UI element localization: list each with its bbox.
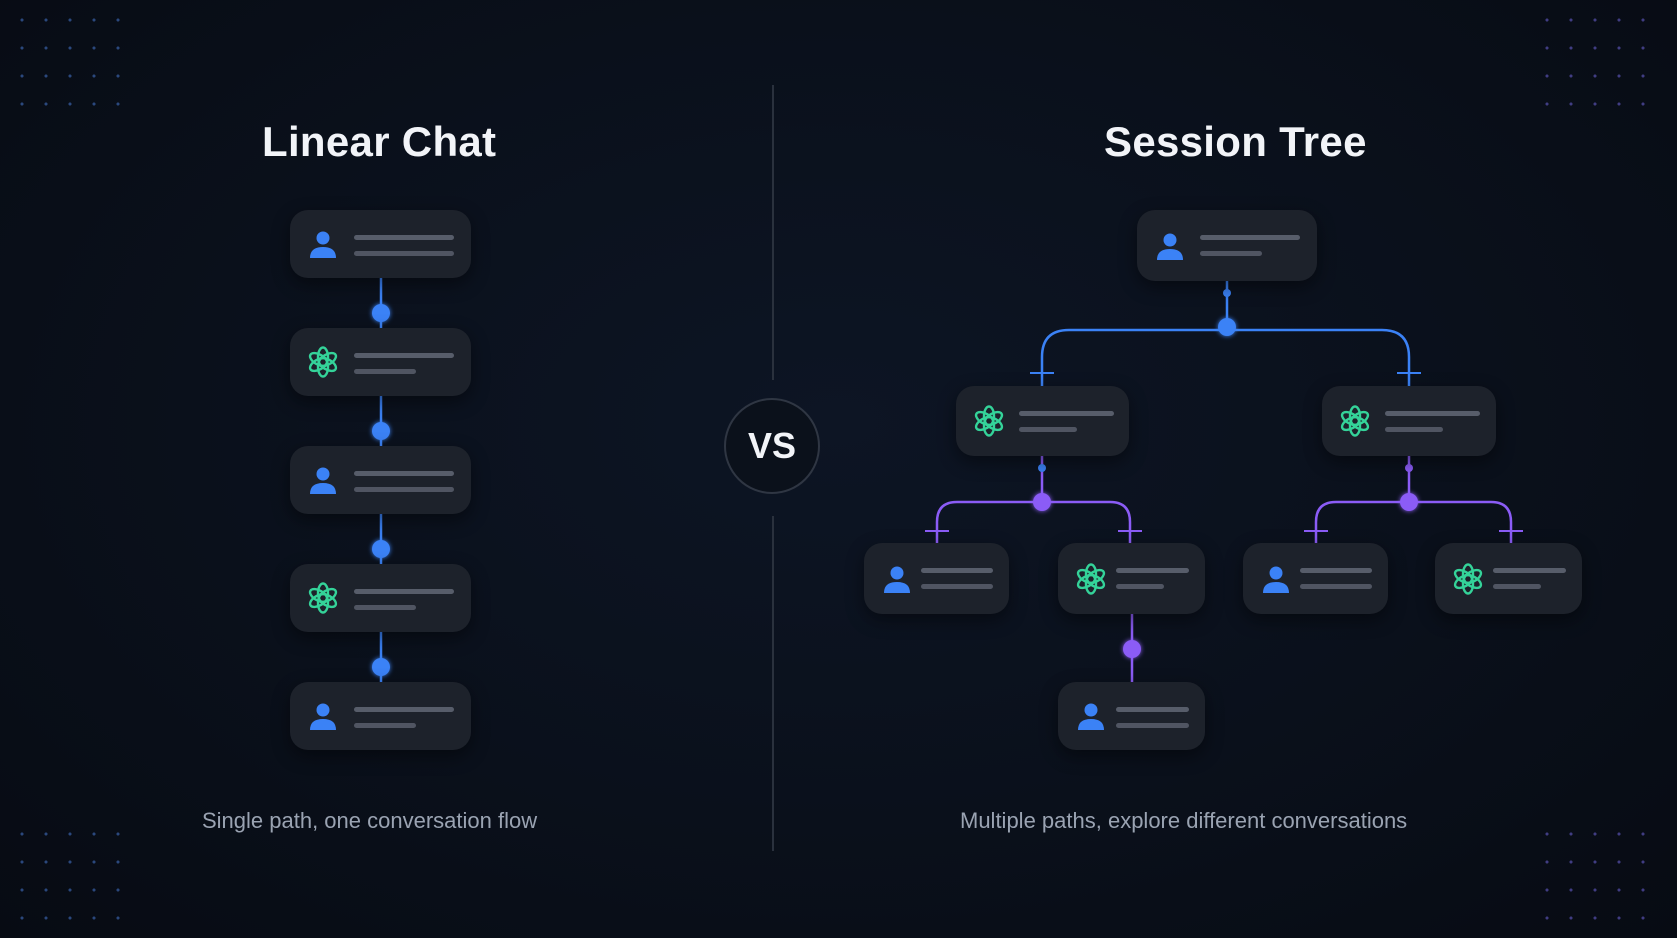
openai-logo-icon [1453,562,1483,595]
message-line [354,369,416,374]
tree-junction-dot [1218,318,1236,336]
decorative-dots-top-right [1535,6,1655,106]
linear-chat-caption: Single path, one conversation flow [202,808,538,833]
message-line [1300,568,1372,573]
linear-node-user [290,210,471,278]
decorative-dots-top-left [10,6,130,106]
message-line [1200,251,1262,256]
message-line [1116,568,1189,573]
message-line [1385,411,1480,416]
message-line [354,707,454,712]
linear-connectors [372,278,390,682]
message-line [1493,584,1541,589]
message-line [1019,427,1077,432]
tree-junction-dot [1405,464,1413,472]
user-icon [310,231,336,258]
tree-leaf-user [864,543,1009,614]
tree-leaf-user-deep [1058,682,1205,750]
openai-logo-icon [974,405,1004,437]
tree-junction-dot [1400,493,1418,511]
tree-junction-dot [1033,493,1051,511]
session-tree-caption: Multiple paths, explore different conver… [960,808,1408,833]
openai-logo-icon [308,582,338,614]
tree-leaf-assistant [1435,543,1582,614]
tree-branch-connectors [925,456,1523,682]
message-line [921,584,993,589]
message-line [354,471,454,476]
message-line [1385,427,1443,432]
user-icon [1263,566,1289,593]
tree-node-assistant-left [956,386,1129,456]
divider-top [772,85,774,380]
vs-label: VS [747,425,797,466]
vs-badge: VS [724,398,820,494]
message-line [1200,235,1300,240]
user-icon [310,467,336,494]
message-line [354,723,416,728]
linear-chat-title: Linear Chat [262,118,497,165]
openai-logo-icon [1076,562,1106,595]
linear-junction-dot [372,658,390,676]
message-line [1493,568,1566,573]
decorative-dots-bottom-left [10,820,130,920]
session-tree-title: Session Tree [1104,118,1367,165]
linear-node-assistant [290,328,471,396]
tree-node-assistant-right [1322,386,1496,456]
user-icon [310,703,336,730]
linear-junction-dot [372,422,390,440]
linear-node-user [290,446,471,514]
linear-node-user [290,682,471,750]
tree-junction-dot [1038,464,1046,472]
message-line [1019,411,1114,416]
message-line [1300,584,1372,589]
user-icon [1078,703,1104,730]
user-icon [884,566,910,593]
tree-root-connectors [1030,281,1421,386]
decorative-dots-bottom-right [1535,820,1655,920]
user-icon [1157,233,1183,260]
linear-junction-dot [372,540,390,558]
openai-logo-icon [308,346,338,378]
message-line [1116,584,1164,589]
tree-root-node-user [1137,210,1317,281]
message-line [354,353,454,358]
linear-node-assistant [290,564,471,632]
divider-bottom [772,516,774,851]
tree-leaf-user [1243,543,1388,614]
message-line [921,568,993,573]
tree-junction-dot [1123,640,1141,658]
message-line [354,605,416,610]
tree-leaf-assistant [1058,543,1205,614]
message-line [354,589,454,594]
tree-junction-dot [1223,289,1231,297]
message-line [1116,723,1189,728]
message-line [354,251,454,256]
message-line [354,235,454,240]
linear-junction-dot [372,304,390,322]
message-line [1116,707,1189,712]
message-line [354,487,454,492]
openai-logo-icon [1340,405,1370,437]
